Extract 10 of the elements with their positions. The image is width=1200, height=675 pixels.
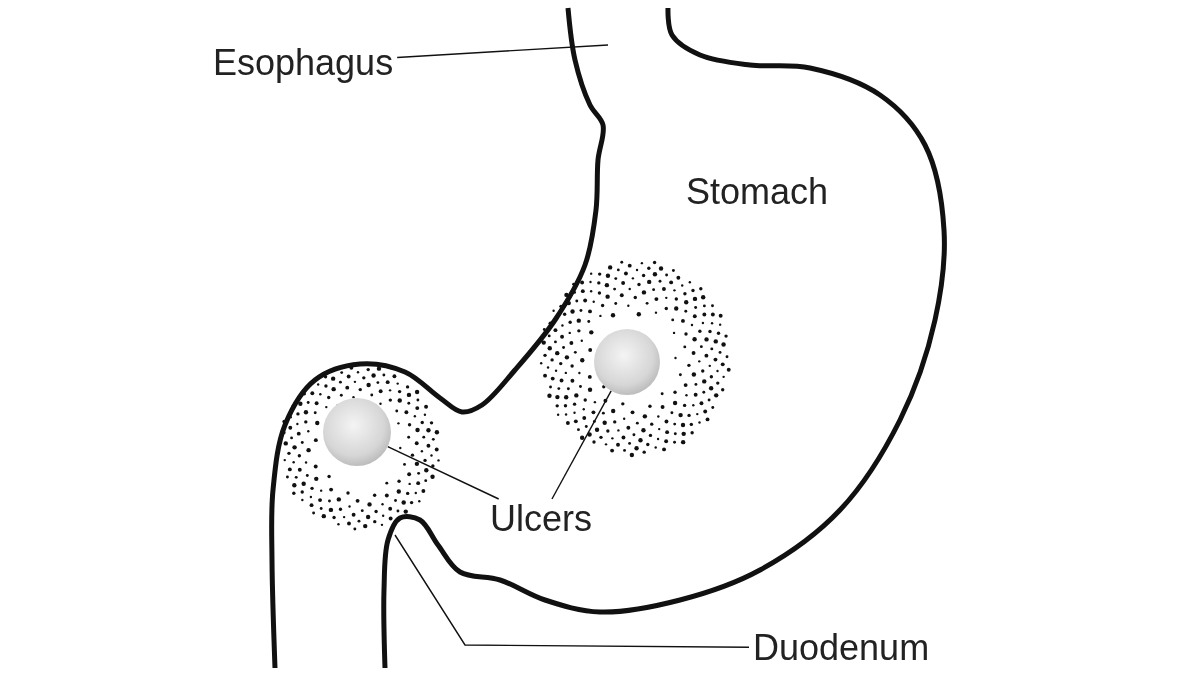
leader-line — [396, 44, 609, 59]
organ-label: Esophagus — [213, 45, 394, 81]
ulcer-spot — [594, 329, 660, 395]
ulcer-spot — [323, 398, 391, 466]
organ-label: Ulcers — [490, 501, 592, 537]
leader-line — [551, 390, 612, 500]
leader-line — [387, 445, 500, 500]
leader-line — [394, 534, 750, 648]
organ-label: Duodenum — [753, 630, 930, 666]
organ-label: Stomach — [686, 174, 829, 210]
